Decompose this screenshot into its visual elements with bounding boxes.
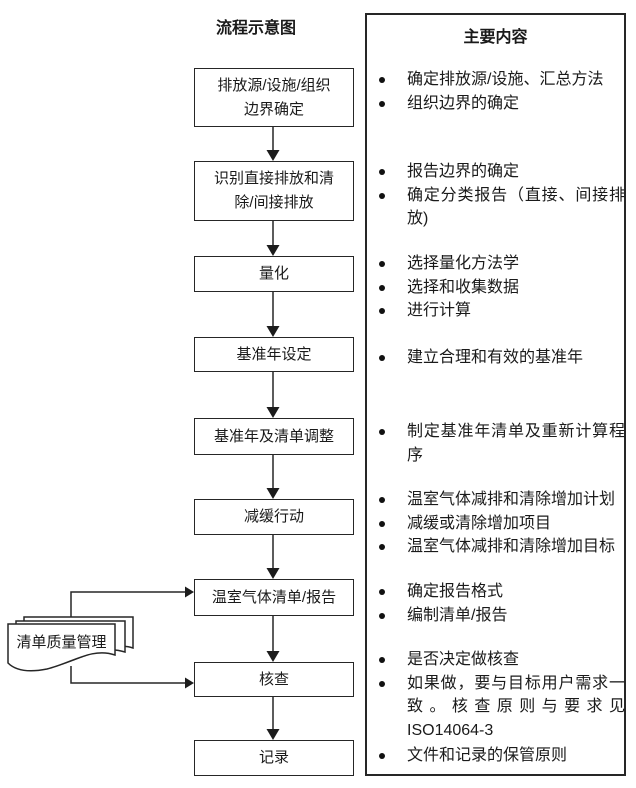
content-item: 是否决定做核查 — [378, 648, 625, 672]
flow-step-ghg-inventory-report: 温室气体清单/报告 — [194, 579, 354, 616]
content-group-emission-sources: 确定排放源/设施、汇总方法 组织边界的确定 — [378, 68, 625, 115]
flow-arrow-down-4 — [266, 372, 280, 418]
flow-arrow-down-8 — [266, 697, 280, 740]
content-item: 确定报告格式 — [378, 580, 625, 604]
main-content-panel: 主要内容 — [365, 13, 626, 776]
flow-step-quantification: 量化 — [194, 256, 354, 292]
content-group-base-year-adjustment: 制定基准年清单及重新计算程序 — [378, 420, 625, 467]
connector-arrow-to-report — [70, 586, 194, 618]
content-item: 选择和收集数据 — [378, 276, 625, 300]
column-header-process: 流程示意图 — [215, 20, 296, 37]
column-header-content: 主要内容 — [463, 29, 528, 46]
content-item: 温室气体减排和清除增加计划 — [378, 488, 625, 512]
content-item: 减缓或清除增加项目 — [378, 512, 625, 536]
flow-step-base-year: 基准年设定 — [194, 337, 354, 372]
content-group-quantification: 选择量化方法学 选择和收集数据 进行计算 — [378, 252, 625, 323]
flow-step-emission-sources: 排放源/设施/组织 边界确定 — [194, 68, 354, 127]
content-item: 选择量化方法学 — [378, 252, 625, 276]
content-item: 确定排放源/设施、汇总方法 — [378, 68, 625, 92]
content-item: 文件和记录的保管原则 — [378, 744, 625, 768]
content-group-base-year: 建立合理和有效的基准年 — [378, 346, 625, 370]
flow-arrow-down-1 — [266, 127, 280, 161]
content-item: 如果做，要与目标用户需求一致。核查原则与要求见ISO14064-3 — [378, 672, 625, 743]
connector-arrow-to-verification — [70, 666, 194, 689]
content-item: 建立合理和有效的基准年 — [378, 346, 625, 370]
content-item: 确定分类报告（直接、间接排放) — [378, 184, 625, 231]
flow-step-identify-emissions: 识别直接排放和清 除/间接排放 — [194, 161, 354, 221]
flow-arrow-down-7 — [266, 616, 280, 662]
content-item: 进行计算 — [378, 299, 625, 323]
content-item: 温室气体减排和清除增加目标 — [378, 535, 625, 559]
content-group-records: 文件和记录的保管原则 — [378, 744, 625, 768]
flow-step-verification: 核查 — [194, 662, 354, 697]
flow-arrow-down-3 — [266, 292, 280, 337]
content-item: 制定基准年清单及重新计算程序 — [378, 420, 625, 467]
flow-arrow-down-2 — [266, 221, 280, 256]
flow-step-records: 记录 — [194, 740, 354, 776]
flow-arrow-down-6 — [266, 535, 280, 579]
document-stack-icon — [7, 616, 134, 672]
content-item: 编制清单/报告 — [378, 604, 625, 628]
flow-arrow-down-5 — [266, 455, 280, 499]
content-group-verification: 是否决定做核查 如果做，要与目标用户需求一致。核查原则与要求见ISO14064-… — [378, 648, 625, 742]
content-item: 组织边界的确定 — [378, 92, 625, 116]
content-group-ghg-inventory-report: 确定报告格式 编制清单/报告 — [378, 580, 625, 627]
flow-step-mitigation-actions: 减缓行动 — [194, 499, 354, 535]
content-group-identify-emissions: 报告边界的确定 确定分类报告（直接、间接排放) — [378, 160, 625, 231]
content-item: 报告边界的确定 — [378, 160, 625, 184]
quality-management-label: 清单质量管理 — [16, 634, 107, 651]
content-group-mitigation-actions: 温室气体减排和清除增加计划 减缓或清除增加项目 温室气体减排和清除增加目标 — [378, 488, 625, 559]
flow-step-base-year-adjustment: 基准年及清单调整 — [194, 418, 354, 455]
